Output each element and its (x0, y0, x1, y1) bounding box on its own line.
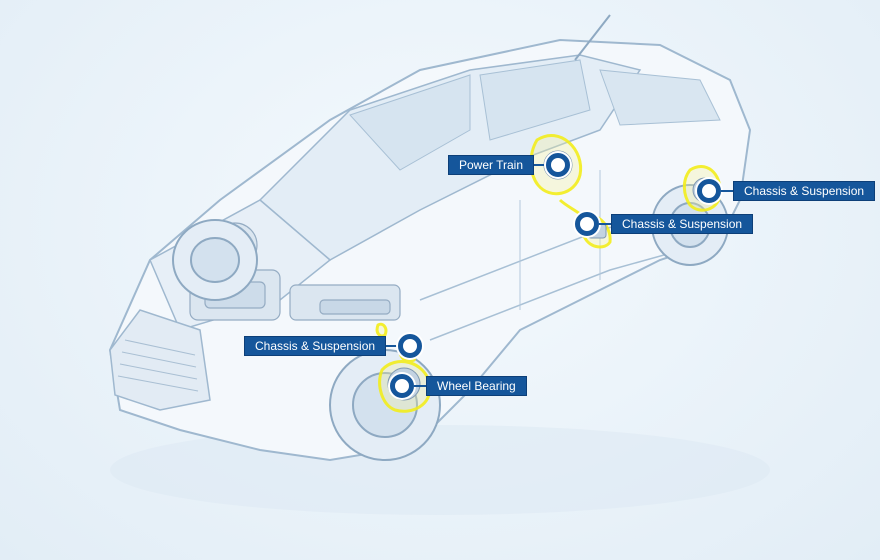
wheel-bearing-label: Wheel Bearing (426, 376, 527, 396)
power-train-label: Power Train (448, 155, 535, 175)
hotspot-marker-icon (390, 374, 414, 398)
hotspot-chassis-suspension-front[interactable]: Chassis & Suspension (244, 334, 423, 358)
hotspot-marker-icon (398, 334, 423, 358)
connector-line (534, 164, 547, 166)
chassis-suspension-front-label: Chassis & Suspension (244, 336, 387, 356)
connector-line (599, 223, 611, 225)
hotspot-marker-icon (697, 179, 721, 203)
hotspot-power-train[interactable]: Power Train (448, 153, 571, 177)
hotspot-chassis-suspension-rear[interactable]: Chassis & Suspension (697, 179, 876, 203)
connector-line (721, 190, 733, 192)
hotspot-chassis-suspension-mid[interactable]: Chassis & Suspension (575, 212, 754, 236)
hotspot-marker-icon (575, 212, 599, 236)
chassis-suspension-rear-label: Chassis & Suspension (733, 181, 876, 201)
connector-line (386, 345, 399, 347)
hotspot-wheel-bearing[interactable]: Wheel Bearing (390, 374, 527, 398)
connector-line (414, 385, 426, 387)
chassis-suspension-mid-label: Chassis & Suspension (611, 214, 754, 234)
hotspot-marker-icon (546, 153, 571, 177)
